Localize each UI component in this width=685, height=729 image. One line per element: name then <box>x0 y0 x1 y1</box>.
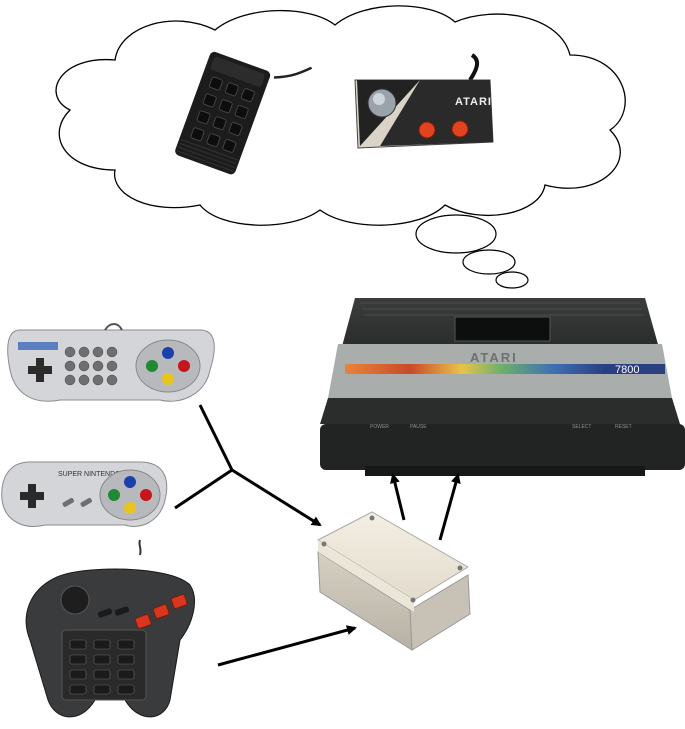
console-model: 7800 <box>615 364 639 376</box>
arrow-adapter-to-console-right <box>438 473 461 541</box>
dpad <box>28 358 52 382</box>
thought-bubble-small <box>495 271 529 289</box>
box-screw <box>321 541 327 547</box>
arrow-adapter-to-console-left <box>390 473 406 521</box>
select-button <box>62 498 74 507</box>
keypad-controller-image <box>175 51 313 175</box>
snes-keypad-controller-image <box>7 323 215 402</box>
button-green <box>146 360 158 372</box>
box-screw <box>369 515 375 521</box>
box-screw <box>410 597 416 603</box>
cloud-shape <box>55 5 626 226</box>
console-brand: ATARI <box>470 350 518 365</box>
console-rainbow-stripe <box>345 364 605 374</box>
connection-arrows <box>174 404 461 667</box>
console-button-reset[interactable]: RESET <box>615 424 632 430</box>
atari-joystick-image: ATARI <box>354 53 494 149</box>
box-front-side <box>409 574 471 651</box>
console-front-panel <box>320 424 685 470</box>
button-yellow <box>162 373 174 385</box>
atari-7800-console-image: ATARI 7800 POWER PAUSE SELECT RESET <box>320 298 685 476</box>
jaguar-dpad <box>60 585 90 615</box>
button-blue <box>162 347 174 359</box>
button-blue <box>124 476 136 488</box>
button-green <box>108 489 120 501</box>
thought-bubble-large <box>415 214 497 254</box>
fire-button-left <box>418 121 436 139</box>
start-button <box>80 498 92 507</box>
cartridge-slot <box>454 316 551 342</box>
button-red <box>178 360 190 372</box>
box-screw <box>457 565 463 571</box>
console-front <box>320 398 680 424</box>
adapter-box-image <box>316 511 471 651</box>
thought-cloud: ATARI <box>55 5 626 289</box>
thought-bubble-medium <box>462 249 516 275</box>
fire-button-right <box>451 120 469 138</box>
arrow-from-jaguar <box>217 625 357 667</box>
snes-standard-controller-image: SUPER NINTENDO <box>1 461 168 527</box>
button-yellow <box>124 502 136 514</box>
joystick-brand: ATARI <box>455 96 492 108</box>
console-button-power[interactable]: POWER <box>370 424 389 430</box>
button-red <box>140 489 152 501</box>
line-from-keypad-controller <box>198 404 234 471</box>
jaguar-controller-image <box>25 539 195 718</box>
console-button-select[interactable]: SELECT <box>572 424 591 430</box>
dpad <box>20 484 44 508</box>
console-button-pause[interactable]: PAUSE <box>410 424 427 430</box>
arrow-to-adapter-merged <box>231 468 322 527</box>
snes-logo: SUPER NINTENDO <box>58 471 121 478</box>
line-from-snes-controller <box>174 468 233 510</box>
